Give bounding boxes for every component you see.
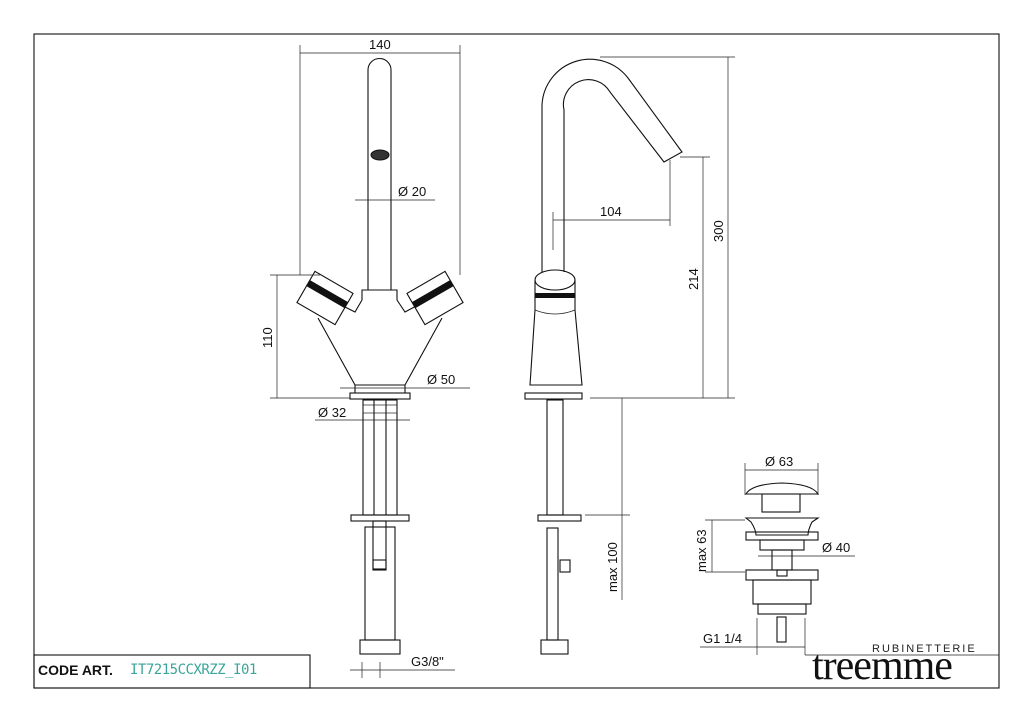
dim-300: 300	[711, 220, 726, 242]
aerator-icon	[370, 149, 390, 161]
dim-dia-32: Ø 32	[318, 405, 346, 420]
handle-left	[296, 270, 354, 326]
supply-pipes	[362, 399, 398, 516]
handle-right	[406, 270, 464, 326]
dim-104: 104	[600, 204, 622, 219]
dim-max-100: max 100	[605, 542, 620, 592]
dim-110: 110	[260, 327, 275, 348]
dim-140: 140	[369, 37, 391, 52]
dim-dia-50: Ø 50	[427, 372, 455, 387]
dim-dia-63: Ø 63	[765, 454, 793, 469]
dim-dia-20: Ø 20	[398, 184, 426, 199]
pop-up-waste	[700, 463, 855, 655]
spout-tube	[367, 58, 392, 290]
dim-214: 214	[686, 268, 701, 290]
dim-max-63: max 63	[694, 529, 709, 572]
brand-subtitle: RUBINETTERIE	[872, 643, 977, 655]
dim-dia-40: Ø 40	[822, 540, 850, 555]
gooseneck-spout	[541, 58, 683, 272]
drawing-border	[33, 33, 1000, 689]
brand-logo: treemme	[812, 643, 953, 689]
code-art-label: CODE ART.	[38, 662, 113, 678]
hose-nut	[359, 639, 401, 655]
front-view	[270, 45, 470, 678]
side-view	[524, 56, 735, 655]
dim-g114: G1 1/4	[703, 631, 742, 646]
dim-g38: G3/8"	[411, 654, 444, 669]
code-art-value: IT7215CCXRZZ_I01	[130, 662, 257, 678]
code-box	[33, 654, 311, 689]
mounting-plate	[350, 514, 410, 522]
